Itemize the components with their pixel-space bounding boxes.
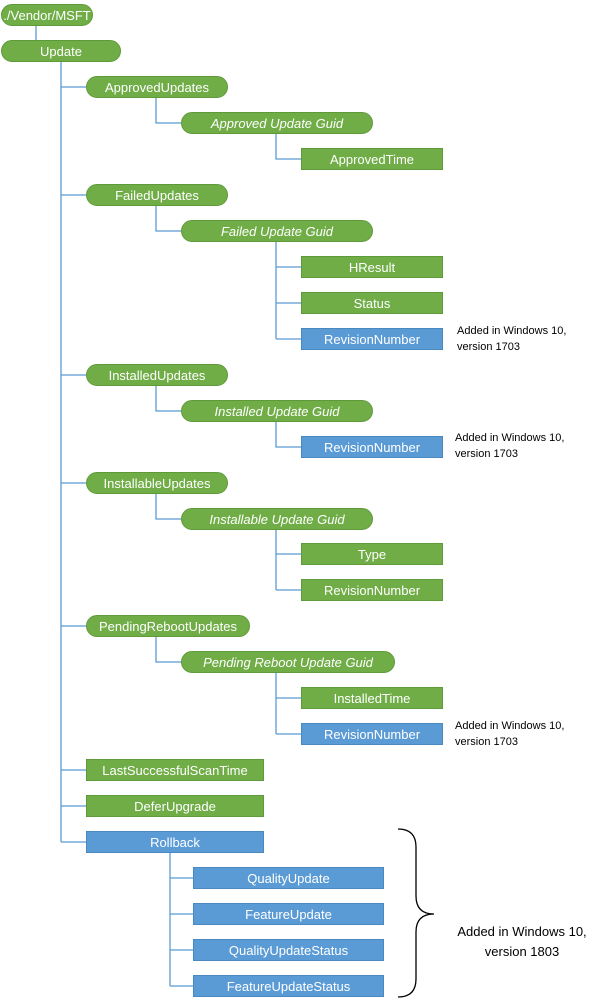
- feature-update-status-node: FeatureUpdateStatus: [193, 975, 384, 997]
- last-successful-scan-time-node: LastSuccessfulScanTime: [86, 759, 264, 781]
- approved-updates-node: ApprovedUpdates: [86, 76, 228, 98]
- type-node: Type: [301, 543, 443, 565]
- status-node: Status: [301, 292, 443, 314]
- failed-updates-node: FailedUpdates: [86, 184, 228, 206]
- hresult-node: HResult: [301, 256, 443, 278]
- installable-update-guid-node: Installable Update Guid: [181, 508, 373, 530]
- quality-update-status-node: QualityUpdateStatus: [193, 939, 384, 961]
- installed-revision-note: Added in Windows 10, version 1703: [455, 432, 565, 460]
- approved-time-node: ApprovedTime: [301, 148, 443, 170]
- approved-update-guid-node: Approved Update Guid: [181, 112, 373, 134]
- rollback-node: Rollback: [86, 831, 264, 853]
- installed-revision-number-node: RevisionNumber: [301, 436, 443, 458]
- rollback-note: Added in Windows 10, version 1803: [457, 924, 587, 959]
- pending-revision-number-node: RevisionNumber: [301, 723, 443, 745]
- pending-reboot-updates-node: PendingRebootUpdates: [86, 615, 250, 637]
- quality-update-node: QualityUpdate: [193, 867, 384, 889]
- rollback-brace: [397, 828, 435, 998]
- defer-upgrade-node: DeferUpgrade: [86, 795, 264, 817]
- root-node: ./Vendor/MSFT: [1, 4, 93, 26]
- installable-updates-node: InstallableUpdates: [86, 472, 228, 494]
- failed-update-guid-node: Failed Update Guid: [181, 220, 373, 242]
- failed-revision-number-node: RevisionNumber: [301, 328, 443, 350]
- installed-updates-node: InstalledUpdates: [86, 364, 228, 386]
- pending-reboot-update-guid-node: Pending Reboot Update Guid: [181, 651, 395, 673]
- installable-revision-number-node: RevisionNumber: [301, 579, 443, 601]
- failed-revision-note: Added in Windows 10, version 1703: [457, 325, 567, 353]
- feature-update-node: FeatureUpdate: [193, 903, 384, 925]
- installed-update-guid-node: Installed Update Guid: [181, 400, 373, 422]
- update-node: Update: [1, 40, 121, 62]
- pending-revision-note: Added in Windows 10, version 1703: [455, 720, 565, 748]
- installed-time-node: InstalledTime: [301, 687, 443, 709]
